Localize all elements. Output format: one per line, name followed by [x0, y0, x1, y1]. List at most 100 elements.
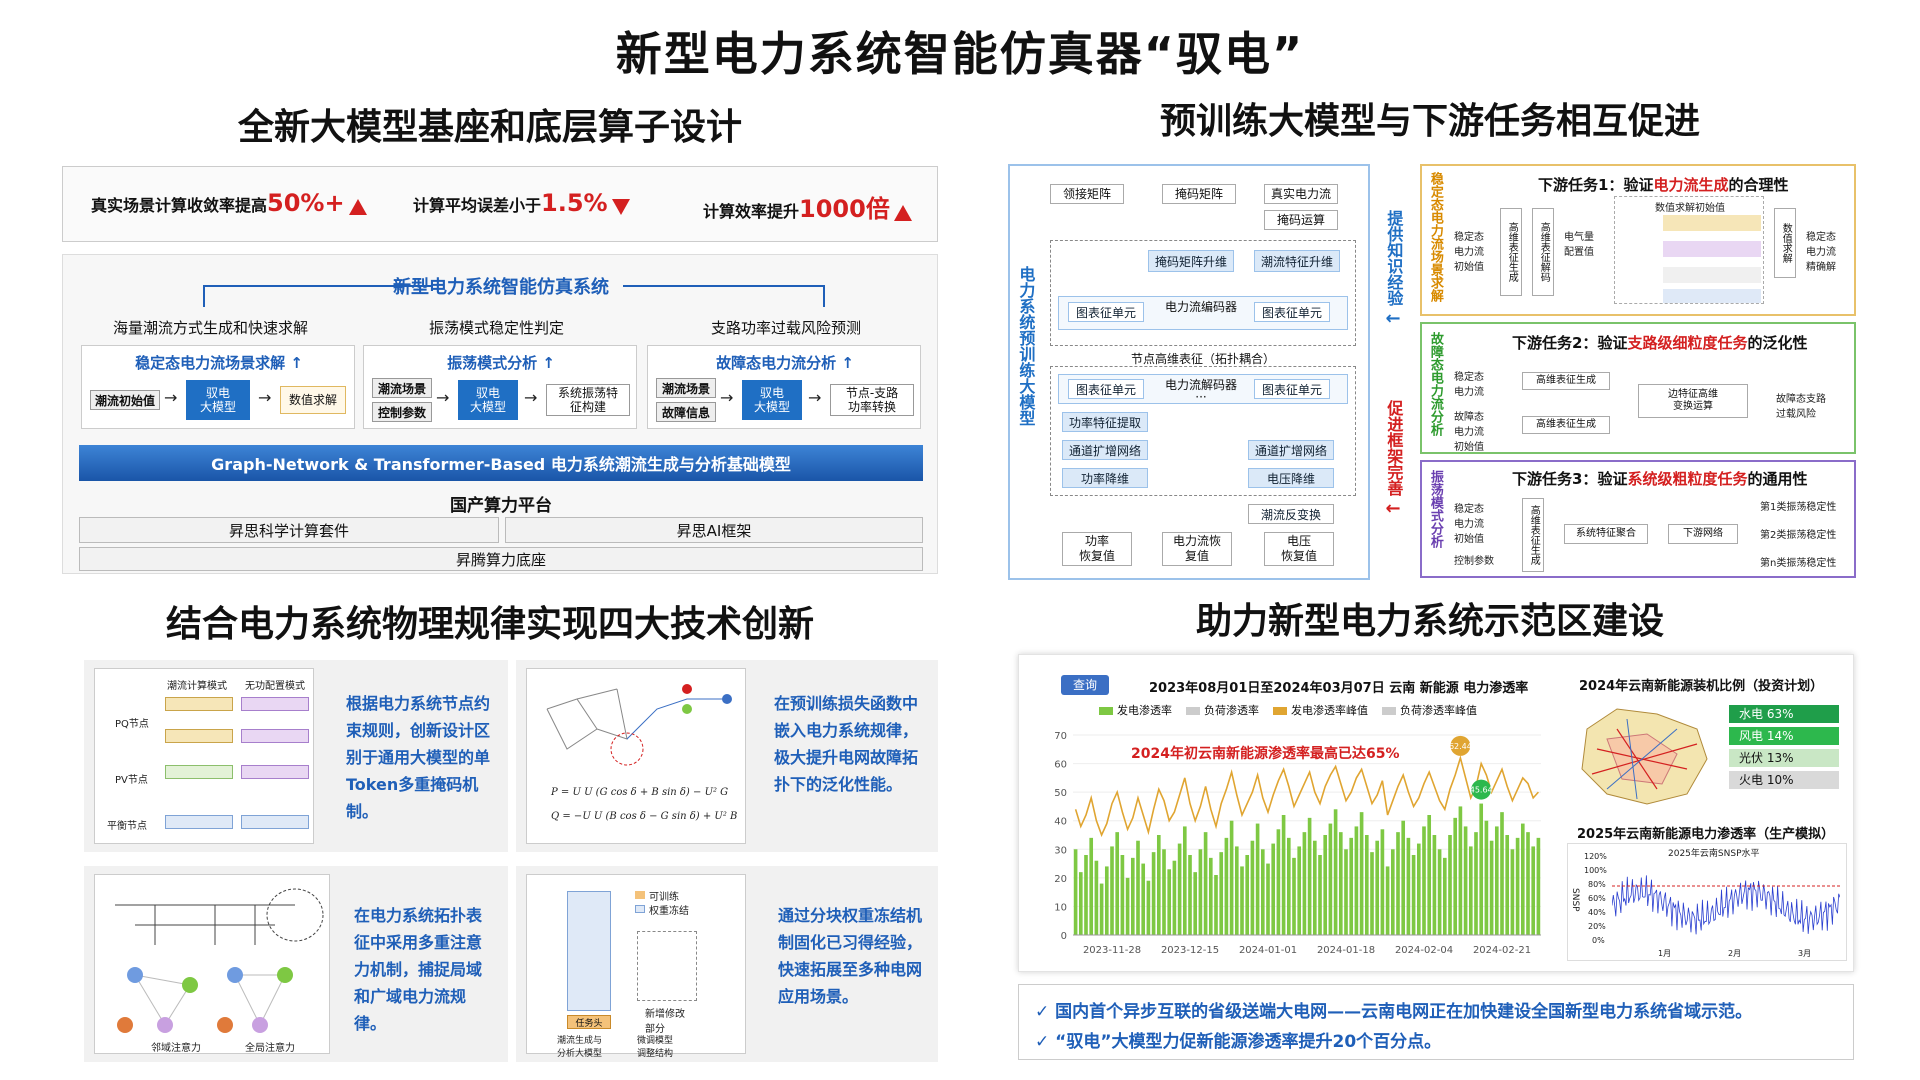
bar [1266, 863, 1270, 935]
bar [1302, 832, 1307, 935]
bracket-left-tick [203, 285, 205, 307]
task2-input2: 故障态 电力流 初始值 [1454, 412, 1484, 453]
bar [1484, 820, 1489, 935]
task1-num-box: 数值求解 [1774, 208, 1796, 278]
bar [1276, 829, 1281, 935]
task3-agg: 系统特征聚合 [1564, 524, 1648, 544]
mask-row [241, 765, 309, 779]
channel-net-left: 通道扩增网络 [1062, 440, 1148, 460]
snsp-xtick: 1月 [1658, 949, 1672, 958]
metric-convergence: 真实场景计算收敛率提高50%+ [91, 189, 367, 217]
bar [1156, 835, 1161, 935]
task2-title: 下游任务2：验证支路级细粒度任务的泛化性 [1512, 334, 1808, 352]
bar [1494, 826, 1499, 935]
bar [1312, 840, 1317, 935]
bar [1453, 817, 1458, 935]
bar [1141, 863, 1146, 935]
bar [1458, 806, 1463, 935]
promote-framework-label: 促进框架完善← [1384, 400, 1404, 519]
power-feature-box: 功率特征提取 [1062, 412, 1148, 432]
bar [1130, 857, 1135, 935]
chart-legend: 发电渗透率负荷渗透率发电渗透率峰值负荷渗透率峰值 [1099, 699, 1539, 717]
mask-row [241, 815, 309, 829]
bar [1198, 849, 1203, 935]
task1-panel: 稳定态电力流场景求解 下游任务1：验证电力流生成的合理性 稳定态 电力流 初始值… [1420, 164, 1856, 316]
legend-item: 发电渗透率峰值 [1273, 704, 1368, 717]
task1-enc-box: 高维表征生成 [1500, 208, 1522, 296]
bar [1427, 815, 1432, 935]
bracket-left [203, 285, 433, 287]
task3-title: 下游任务3：验证系统级粗粒度任务的通用性 [1512, 470, 1808, 488]
power-output-box: 功率 恢复值 [1062, 532, 1132, 566]
x-tick-label: 2024-01-01 [1239, 945, 1297, 956]
real-flow-box: 真实电力流 [1264, 184, 1338, 204]
ascend-base-bar: 昇腾算力底座 [79, 547, 923, 571]
col1-input1: 潮流初始值 [90, 390, 160, 410]
bar [1120, 855, 1125, 935]
bar [1151, 852, 1156, 935]
bar [1104, 866, 1109, 935]
snsp-ytick: 60% [1588, 894, 1606, 903]
task3-out3: 第n类振荡稳定性 [1760, 558, 1837, 569]
task1-mid: 电气量 配置值 [1564, 232, 1594, 258]
mask-figure: 潮流计算模式 无功配置模式 PQ节点 PV节点 平衡节点 [94, 668, 314, 844]
bar [1318, 855, 1322, 935]
bullet-2: ✓ “驭电”大模型力促新能源渗透率提升20个百分点。 [1035, 1032, 1442, 1052]
col2-input2: 控制参数 [372, 402, 432, 422]
low-pin-label: 45.64 [1470, 786, 1493, 795]
snsp-ytick: 0% [1592, 936, 1605, 945]
bar [1448, 835, 1452, 935]
snsp-ytick: 120% [1584, 852, 1607, 861]
arrow-right-icon: → [258, 388, 272, 407]
decoder-dashed [1050, 366, 1356, 496]
query-button[interactable]: 查询 [1061, 675, 1109, 695]
bar [1468, 846, 1473, 935]
modified-block [637, 931, 697, 1001]
bar [1214, 875, 1218, 935]
y-tick-label: 60 [1054, 760, 1067, 771]
bar [1073, 849, 1078, 935]
bar [1333, 809, 1338, 935]
x-tick-label: 2024-02-21 [1473, 945, 1531, 956]
y-tick-label: 30 [1054, 845, 1067, 856]
bar [1536, 837, 1541, 935]
bracket-right [623, 285, 823, 287]
bar [1271, 843, 1276, 935]
bar [1385, 866, 1390, 935]
base-model-banner: Graph-Network & Transformer-Based 电力系统潮流… [79, 445, 923, 481]
loss-figure: P = U U (G cos δ + B sin δ) − U² G Q = −… [526, 668, 746, 844]
bar [1520, 823, 1525, 935]
arrow-down-icon [611, 198, 630, 215]
bar [1328, 823, 1333, 935]
share-title: 2024年云南新能源装机比例（投资计划） [1579, 679, 1824, 694]
bar [1224, 837, 1229, 935]
chart-title: 2023年08月01日至2024年03月07日 云南 新能源 电力渗透率 [1149, 681, 1529, 696]
decoder-dots: ··· [1195, 390, 1207, 404]
flow-upgrade-box: 潮流特征升维 [1254, 250, 1340, 272]
decoder-label: 电力流解码器 [1164, 378, 1237, 392]
legend-trainable [635, 891, 645, 899]
task1-output: 稳定态 电力流 精确解 [1806, 232, 1836, 273]
col2-output: 系统振荡特 征构建 [546, 384, 630, 416]
bar [1240, 866, 1244, 935]
bar [1406, 837, 1411, 935]
mindspore-ai-bar: 昇思AI框架 [505, 517, 923, 543]
snsp-xtick: 2月 [1728, 949, 1742, 958]
bar [1370, 852, 1374, 935]
page-title: 新型电力系统智能仿真器“驭电” [615, 27, 1305, 81]
bar [1125, 877, 1130, 935]
encoder-label: 电力流编码器 [1164, 300, 1237, 314]
topology-icon [115, 888, 324, 1033]
y-tick-label: 40 [1054, 817, 1067, 828]
bar [1286, 837, 1291, 935]
task2-panel: 故障态电力流分析 下游任务2：验证支路级细粒度任务的泛化性 稳定态 电力流 故障… [1420, 322, 1856, 454]
bar [1505, 835, 1510, 935]
mindspore-science-bar: 昇思科学计算套件 [79, 517, 499, 543]
col3-output: 节点-支路 功率转换 [830, 384, 914, 416]
bar [1349, 837, 1354, 935]
col2-model: 驭电 大模型 [458, 380, 518, 420]
mask-matrix-box: 掩码矩阵 [1162, 184, 1236, 204]
mask-row [165, 815, 233, 829]
legend-trainable-label: 可训练 [649, 892, 679, 903]
bar [1489, 840, 1494, 935]
